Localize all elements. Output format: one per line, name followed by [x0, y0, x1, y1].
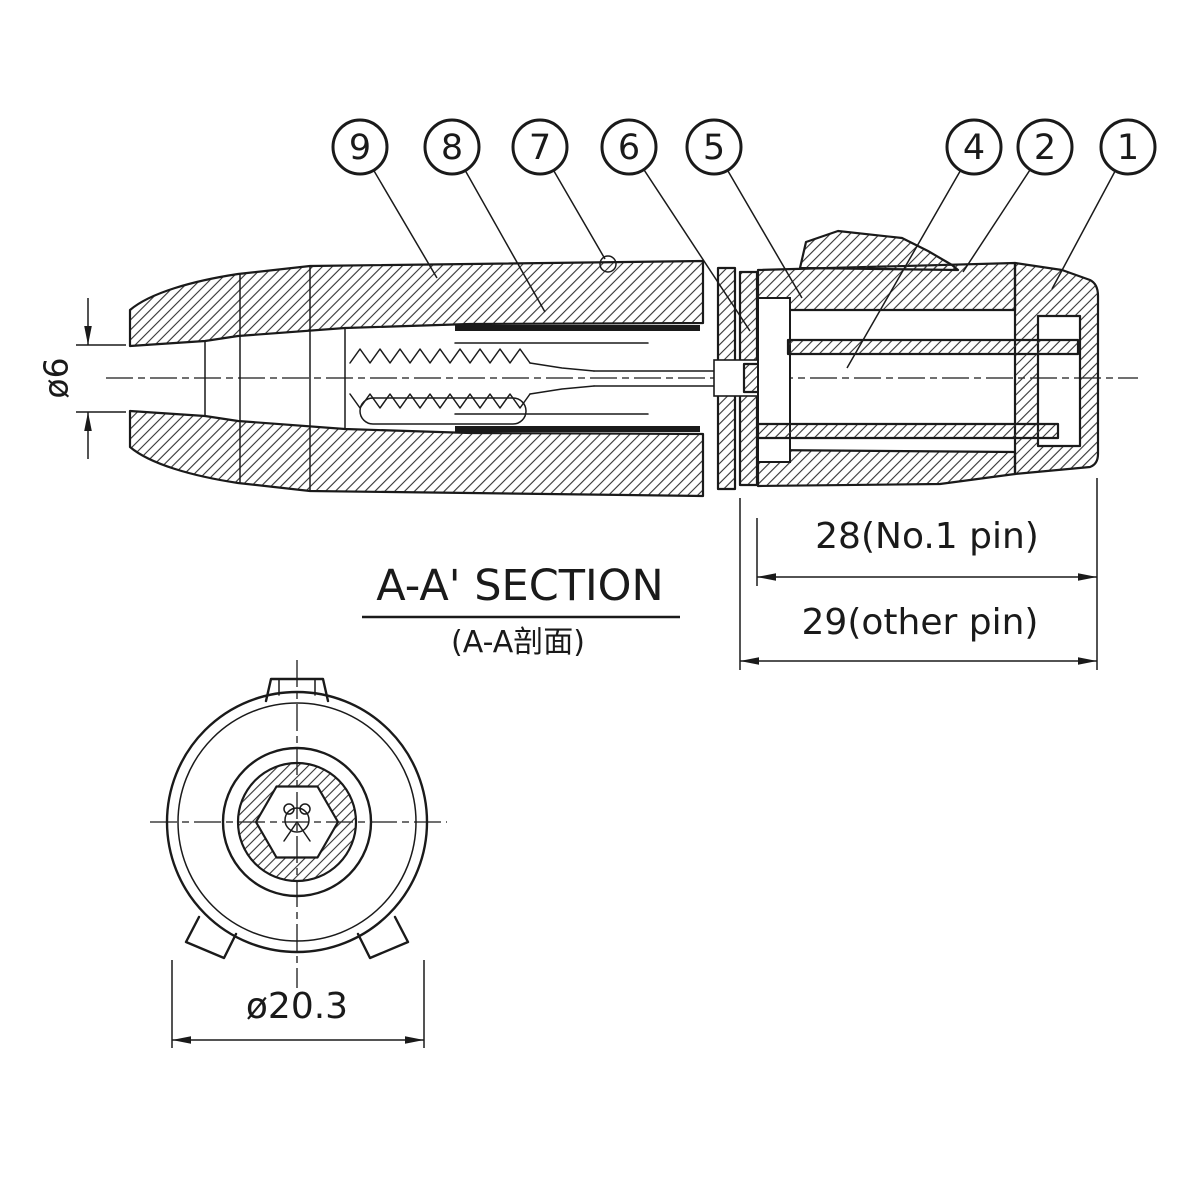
chuck-slot	[359, 397, 527, 425]
dimension-label: ø20.3	[246, 986, 348, 1027]
housing-lower-section	[756, 448, 1017, 488]
pin-hole-detail	[299, 803, 311, 815]
balloon-number: 9	[349, 128, 371, 168]
callout-balloon: 1	[1051, 118, 1157, 290]
bottom-foot-right	[356, 915, 410, 960]
dimension-pin1-length: 28(No.1 pin)	[756, 478, 1098, 670]
callout-balloon: 8	[423, 118, 546, 313]
outer-shell-circle	[165, 690, 429, 954]
callout-balloon: 2	[962, 118, 1074, 273]
leader-line	[713, 146, 803, 299]
slot-detail	[296, 821, 311, 842]
dimension-label: 29(other pin)	[802, 602, 1039, 643]
balloon-circle	[511, 118, 569, 176]
center-bore-circle	[284, 807, 310, 833]
endcap-section	[1013, 261, 1100, 476]
callout-balloon: 6	[600, 118, 751, 332]
balloon-circle	[945, 118, 1003, 176]
section-title: A-A' SECTION	[376, 561, 663, 611]
front-view	[150, 660, 447, 988]
cable-bore-edge	[129, 340, 206, 347]
shell-upper-section	[128, 259, 705, 348]
balloon-number: 1	[1117, 128, 1139, 168]
latch-section	[798, 229, 960, 272]
chuck-barbs-upper	[349, 348, 531, 364]
balloon-circle	[423, 118, 481, 176]
leader-line	[628, 146, 751, 332]
balloon-number: 2	[1034, 128, 1056, 168]
side-section-view	[106, 229, 1138, 498]
leader-line	[451, 146, 546, 313]
chuck-ring-circle	[221, 746, 373, 898]
dimension-other-pin-length: 29(other pin)	[739, 498, 1097, 670]
dimension-front-diameter: ø20.3	[171, 960, 425, 1048]
pin1-section	[786, 338, 1080, 356]
inner-shell-circle	[177, 702, 417, 942]
other-pin-section	[756, 422, 1060, 440]
set-ring-detail	[599, 255, 617, 273]
leader-line	[846, 146, 975, 369]
section-subtitle: (A-A剖面)	[451, 625, 585, 660]
hex-socket-section	[236, 761, 358, 883]
slot-detail	[283, 821, 298, 842]
chuck-cone-upper	[529, 362, 595, 372]
callout-balloon: 4	[846, 118, 1003, 369]
balloon-number: 6	[618, 128, 640, 168]
callout-balloons: 9 8 7 6 5 4 2	[331, 118, 1157, 369]
dimension-label: ø6	[37, 357, 76, 398]
callout-balloon: 5	[685, 118, 803, 299]
balloon-circle	[685, 118, 743, 176]
dimension-label: 28(No.1 pin)	[815, 516, 1039, 557]
cable-bore-edge	[129, 410, 206, 417]
pin-hole-detail	[283, 803, 295, 815]
callout-balloon: 7	[511, 118, 606, 260]
bottom-foot-left	[184, 915, 238, 960]
chuck-cone-lower	[529, 385, 595, 395]
balloon-circle	[1099, 118, 1157, 176]
balloon-number: 7	[529, 128, 551, 168]
section-title-block: A-A' SECTION (A-A剖面)	[362, 561, 680, 660]
balloon-number: 5	[703, 128, 725, 168]
balloon-circle	[600, 118, 658, 176]
balloon-circle	[1016, 118, 1074, 176]
balloon-number: 4	[963, 128, 985, 168]
balloon-number: 8	[441, 128, 463, 168]
dimension-cable-entry-diameter: ø6	[37, 298, 126, 459]
chuck-barbs-lower	[349, 393, 531, 409]
callout-balloon: 9	[331, 118, 438, 279]
top-latch-tab	[264, 677, 330, 703]
balloon-circle	[331, 118, 389, 176]
